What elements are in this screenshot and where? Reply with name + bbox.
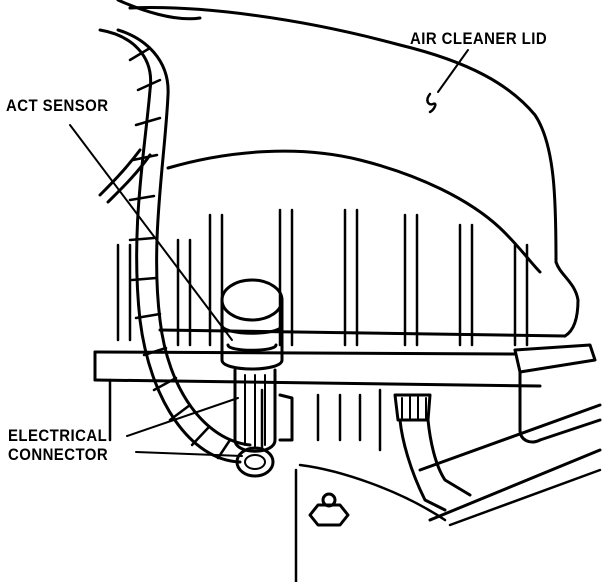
act-sensor-leader-line xyxy=(69,124,233,341)
act-sensor-drawing xyxy=(220,278,294,478)
wiring-harness-drawing xyxy=(98,28,252,464)
electrical-connector-label-line1: ELECTRICAL xyxy=(8,426,108,445)
electrical-connector-label-line2: CONNECTOR xyxy=(8,445,109,464)
electrical-connector-leader-line-1 xyxy=(126,397,239,437)
air-cleaner-lid-leader-line xyxy=(437,49,469,93)
air-cleaner-lid-drawing xyxy=(116,0,580,347)
electrical-connector-leader-line-2 xyxy=(135,451,243,457)
act-sensor-label: ACT SENSOR xyxy=(6,96,109,115)
air-cleaner-base-drawing xyxy=(93,343,602,582)
electrical-connector-label: ELECTRICAL CONNECTOR xyxy=(8,426,108,464)
air-cleaner-lid-label: AIR CLEANER LID xyxy=(410,29,548,48)
leader-lines xyxy=(69,49,469,457)
